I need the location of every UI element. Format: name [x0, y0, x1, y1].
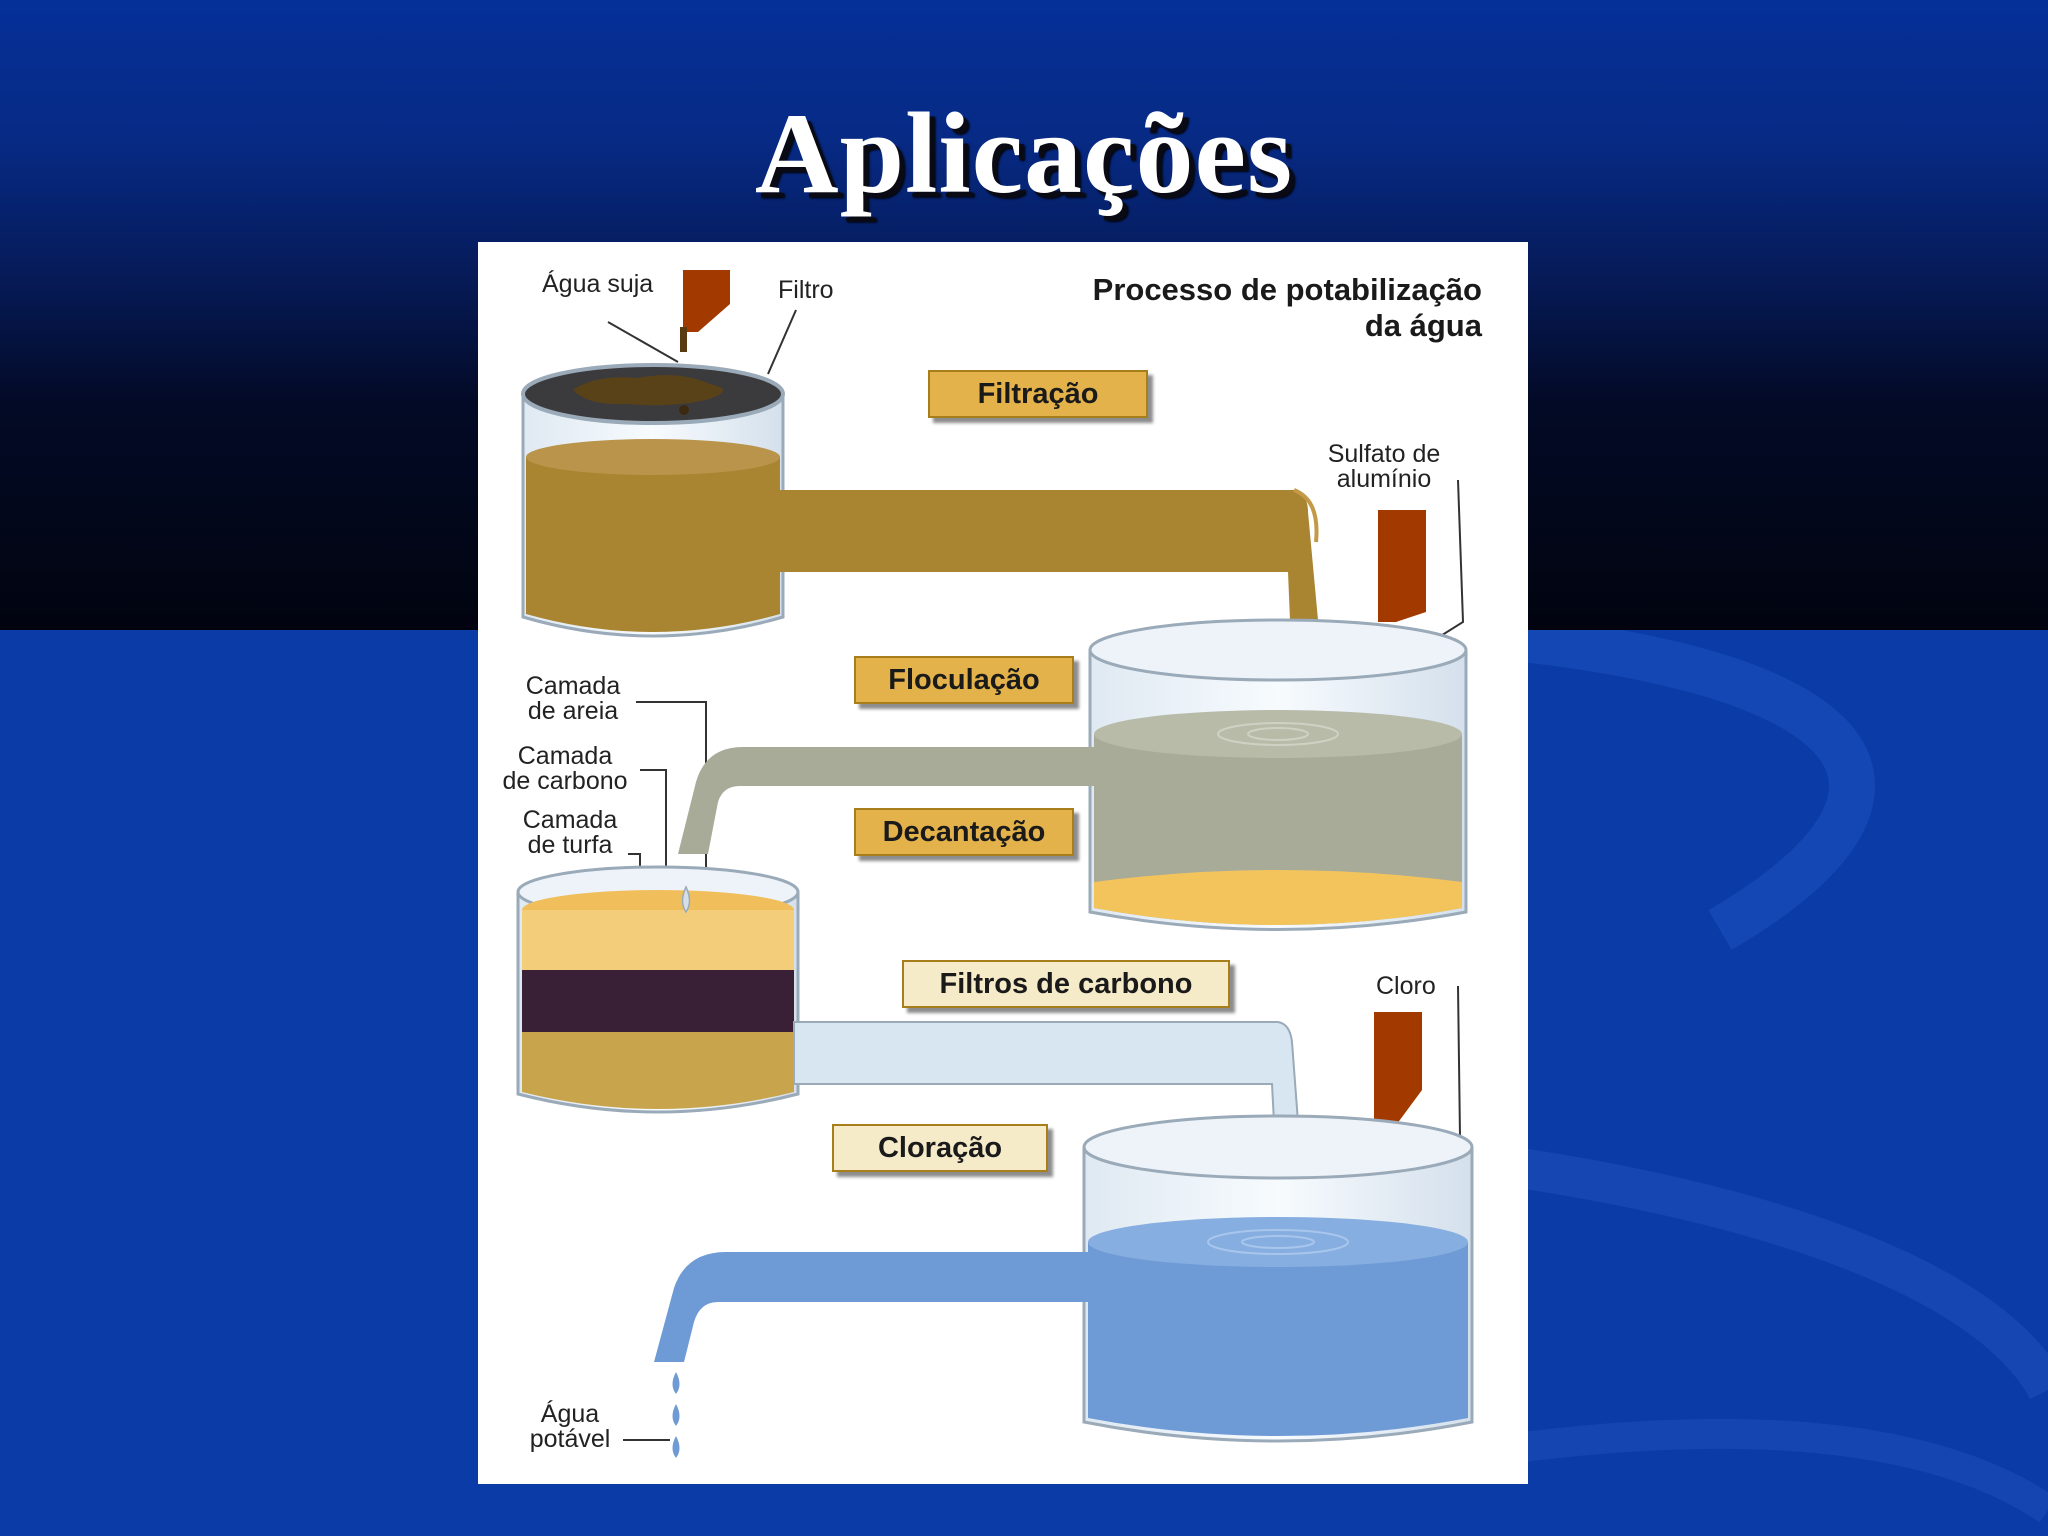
diagram-title-line1: Processo de potabilização — [1092, 272, 1482, 307]
label-areia-line1: Camada — [525, 672, 621, 700]
label-agua-suja: Água suja — [542, 270, 654, 298]
stage-floculacao: Floculação — [854, 656, 1074, 704]
label-potavel-line1: Água — [540, 1400, 600, 1428]
diagram-title-line2: da água — [1364, 308, 1482, 343]
label-potavel-line2: potável — [529, 1425, 611, 1453]
label-sulfato: Sulfato de alumínio — [1314, 442, 1454, 492]
label-agua-potavel: Água potável — [518, 1402, 622, 1452]
flocculation-beaker — [678, 618, 1468, 931]
carbon-filter-beaker — [516, 865, 1300, 1210]
water-treatment-illustration — [516, 270, 1474, 1458]
label-turfa-line1: Camada — [522, 806, 618, 834]
label-sulfato-line2: alumínio — [1336, 465, 1432, 493]
stage-decantacao: Decantação — [854, 808, 1074, 856]
dirty-water-dispenser — [679, 270, 730, 415]
label-camada-areia: Camada de areia — [508, 674, 638, 724]
label-carbono-line1: Camada — [517, 742, 613, 770]
stage-filtros-carbono: Filtros de carbono — [902, 960, 1230, 1008]
label-areia-line2: de areia — [527, 697, 619, 725]
label-cloro: Cloro — [1376, 972, 1436, 1000]
stage-cloracao: Cloração — [832, 1124, 1048, 1172]
diagram-title: Processo de potabilização da água — [1093, 272, 1482, 344]
label-carbono-line2: de carbono — [502, 767, 628, 795]
label-camada-carbono: Camada de carbono — [490, 744, 640, 794]
stage-filtracao: Filtração — [928, 370, 1148, 418]
diagram-panel: Processo de potabilização da água Água s… — [478, 242, 1528, 1484]
label-camada-turfa: Camada de turfa — [510, 808, 630, 858]
label-sulfato-line1: Sulfato de — [1327, 440, 1441, 468]
label-filtro: Filtro — [778, 276, 834, 304]
slide-title: Aplicações — [754, 90, 1294, 218]
filtration-beaker — [521, 363, 1319, 654]
label-turfa-line2: de turfa — [527, 831, 613, 859]
background-swoosh — [1377, 630, 2048, 1523]
chlorination-beaker — [654, 1114, 1474, 1458]
